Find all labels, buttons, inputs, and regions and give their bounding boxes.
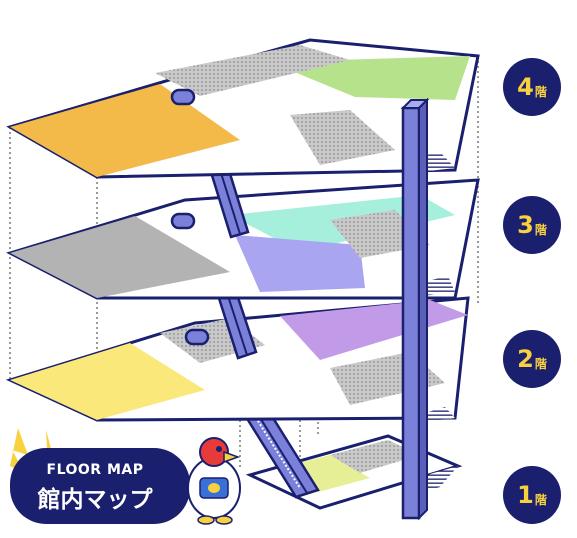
- floor-3-number: 3: [517, 211, 534, 239]
- floor-3[interactable]: [6, 178, 480, 300]
- floor-1-suffix: 階: [534, 492, 547, 507]
- elevator-shaft: [400, 97, 430, 521]
- floor-4-suffix: 階: [534, 84, 547, 99]
- floor-2-number: 2: [517, 345, 534, 373]
- floor-map-banner: [10, 428, 190, 524]
- floor-4[interactable]: [6, 38, 480, 179]
- floor-3-suffix: 階: [534, 222, 547, 237]
- floor-4-number: 4: [517, 73, 534, 101]
- floor-2-suffix: 階: [534, 356, 547, 371]
- escalator-heads: [170, 88, 210, 346]
- banner-subtitle: FLOOR MAP: [46, 462, 144, 478]
- floor-1-number: 1: [517, 481, 534, 509]
- banner-title: 館内マップ: [37, 487, 153, 513]
- mascot-bird: [187, 437, 241, 525]
- banner-text: FLOOR MAP 館内マップ: [20, 462, 170, 514]
